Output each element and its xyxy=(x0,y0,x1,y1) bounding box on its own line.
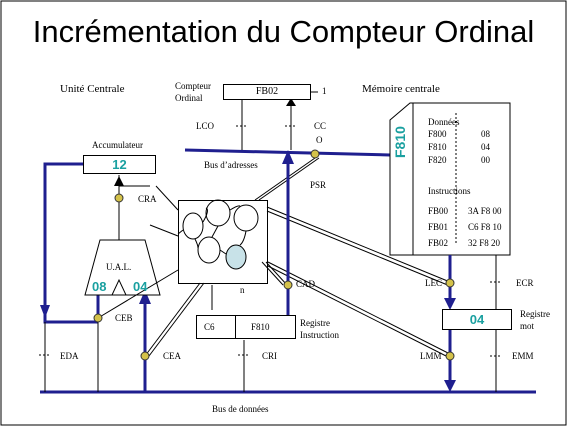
signal-emm: EMM xyxy=(512,351,534,361)
memory-instr-val-2: 32 F8 20 xyxy=(468,238,501,248)
memory-data-addr-2: F820 xyxy=(428,155,447,165)
accumulator: 12 xyxy=(83,155,156,174)
alu-operand-b: 08 xyxy=(92,279,107,294)
memory-data-val-2: 00 xyxy=(481,155,490,165)
signal-lmm: LMM xyxy=(420,351,442,361)
signal-lco: LCO xyxy=(196,121,214,131)
word-register-label-2: mot xyxy=(520,321,535,331)
pc-increment: 1 xyxy=(322,86,327,96)
instruction-register-label-2: Instruction xyxy=(300,330,339,340)
alu-label: U.A.L. xyxy=(106,262,132,272)
pc-label-1: Compteur xyxy=(175,81,211,91)
memory-instr-addr-1: FB01 xyxy=(428,222,449,232)
signal-cad: CAD xyxy=(296,279,316,289)
signal-ecr: ECR xyxy=(516,278,534,288)
address-bus-label: Bus d’adresses xyxy=(204,160,258,170)
memory-instr-val-1: C6 F8 10 xyxy=(468,222,502,232)
accumulator-label: Accumulateur xyxy=(92,140,143,150)
memory-heading: Mémoire centrale xyxy=(362,83,440,95)
signal-cri: CRI xyxy=(262,351,278,361)
memory-instr-title: Instructions xyxy=(428,186,471,196)
memory-data-val-0: 08 xyxy=(481,129,490,139)
slide-title: Incrémentation du Compteur Ordinal xyxy=(32,14,535,49)
memory-instr-addr-0: FB00 xyxy=(428,206,449,216)
signal-cco-2: O xyxy=(316,135,323,145)
signal-n: n xyxy=(240,285,245,295)
word-register: 04 xyxy=(442,309,512,330)
signal-cra: CRA xyxy=(138,194,157,204)
alu-operand-a: 04 xyxy=(133,279,148,294)
signal-cco-1: CC xyxy=(314,121,327,131)
memory-data-addr-0: F800 xyxy=(428,129,447,139)
instruction-opcode: C6 xyxy=(204,322,215,332)
signal-ceb: CEB xyxy=(115,313,133,323)
cpu-heading: Unité Centrale xyxy=(60,83,125,95)
word-register-label-1: Registre xyxy=(520,309,550,319)
data-bus-label: Bus de données xyxy=(212,404,269,414)
instruction-operand: F810 xyxy=(251,322,270,332)
signal-lec: LEC xyxy=(425,278,442,288)
memory-address-register: F810 xyxy=(392,126,408,158)
program-counter: FB02 xyxy=(223,84,311,100)
signal-eda: EDA xyxy=(60,351,79,361)
signal-psr: PSR xyxy=(310,180,327,190)
memory-instr-addr-2: FB02 xyxy=(428,238,449,248)
instruction-register: C6 F810 xyxy=(196,315,296,339)
memory-data-val-1: 04 xyxy=(481,142,490,152)
sequencer xyxy=(178,200,268,284)
signal-cea: CEA xyxy=(163,351,181,361)
memory-data-title: Données xyxy=(428,117,460,127)
memory-instr-val-0: 3A F8 00 xyxy=(468,206,502,216)
instruction-register-label-1: Registre xyxy=(300,318,330,328)
memory-data-addr-1: F810 xyxy=(428,142,447,152)
pc-label-2: Ordinal xyxy=(175,93,203,103)
